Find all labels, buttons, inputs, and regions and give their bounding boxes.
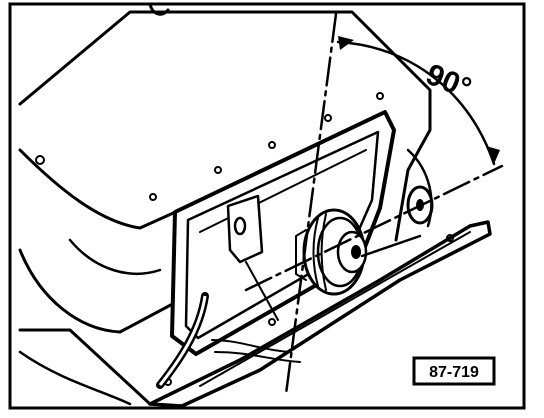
motor-assembly bbox=[295, 148, 434, 296]
reference-lines bbox=[244, 12, 504, 396]
base-rail bbox=[148, 220, 492, 408]
angle-arc bbox=[336, 36, 500, 166]
housing-body bbox=[18, 2, 432, 406]
cable bbox=[156, 292, 301, 389]
figure-ref-box: 87-719 bbox=[412, 356, 496, 386]
frame-border bbox=[8, 2, 526, 410]
figure-ref-label: 87-719 bbox=[429, 364, 479, 381]
